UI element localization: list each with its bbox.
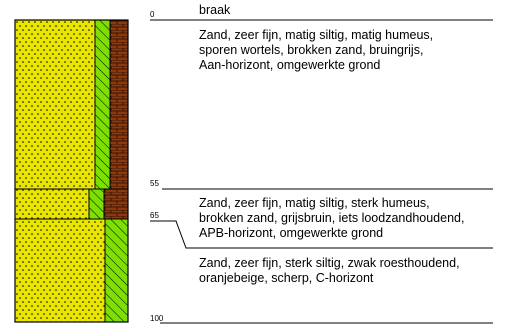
profile-layer-1: [14, 19, 129, 190]
layer-1-line-1: Zand, zeer fijn, matig siltig, matig hum…: [199, 28, 434, 42]
layer-2-humus: [88, 188, 105, 220]
depth-label-55: 55: [150, 179, 159, 188]
depth-label-100: 100: [150, 314, 164, 323]
profile-layer-2: [14, 188, 129, 220]
layer-1-clods: [109, 19, 129, 190]
layer-2-line-1: Zand, zeer fijn, matig siltig, sterk hum…: [199, 196, 430, 210]
layer-3-sand: [14, 218, 106, 323]
layer-2-line-2: brokken zand, grijsbruin, iets loodzandh…: [199, 211, 465, 225]
profile-frame: [14, 19, 129, 323]
depth-label-0: 0: [150, 10, 155, 19]
layer-1-sand: [14, 19, 96, 190]
profile-layer-3: [14, 218, 129, 323]
layer-3-silt: [104, 218, 129, 323]
layer-1-line-2: sporen wortels, brokken zand, bruingrijs…: [199, 43, 424, 57]
layer-1-line-3: Aan-horizont, omgewerkte grond: [199, 58, 381, 72]
layer-2-line-3: APB-horizont, omgewerkte grond: [199, 226, 384, 240]
layer-1-humus: [94, 19, 111, 190]
layer-3-line-1: Zand, zeer fijn, sterk siltig, zwak roes…: [199, 256, 460, 270]
layer-3-description: Zand, zeer fijn, sterk siltig, zwak roes…: [199, 256, 460, 286]
layer-1-description: Zand, zeer fijn, matig siltig, matig hum…: [199, 28, 433, 73]
depth-line-65: [150, 220, 493, 249]
layer-2-sand: [14, 188, 90, 220]
depth-label-65: 65: [150, 211, 159, 220]
layer-2-clods: [103, 188, 129, 220]
surface-label: braak: [199, 3, 231, 17]
layer-2-description: Zand, zeer fijn, matig siltig, sterk hum…: [199, 196, 464, 241]
layer-3-line-2: oranjebeige, scherp, C-horizont: [199, 271, 374, 285]
